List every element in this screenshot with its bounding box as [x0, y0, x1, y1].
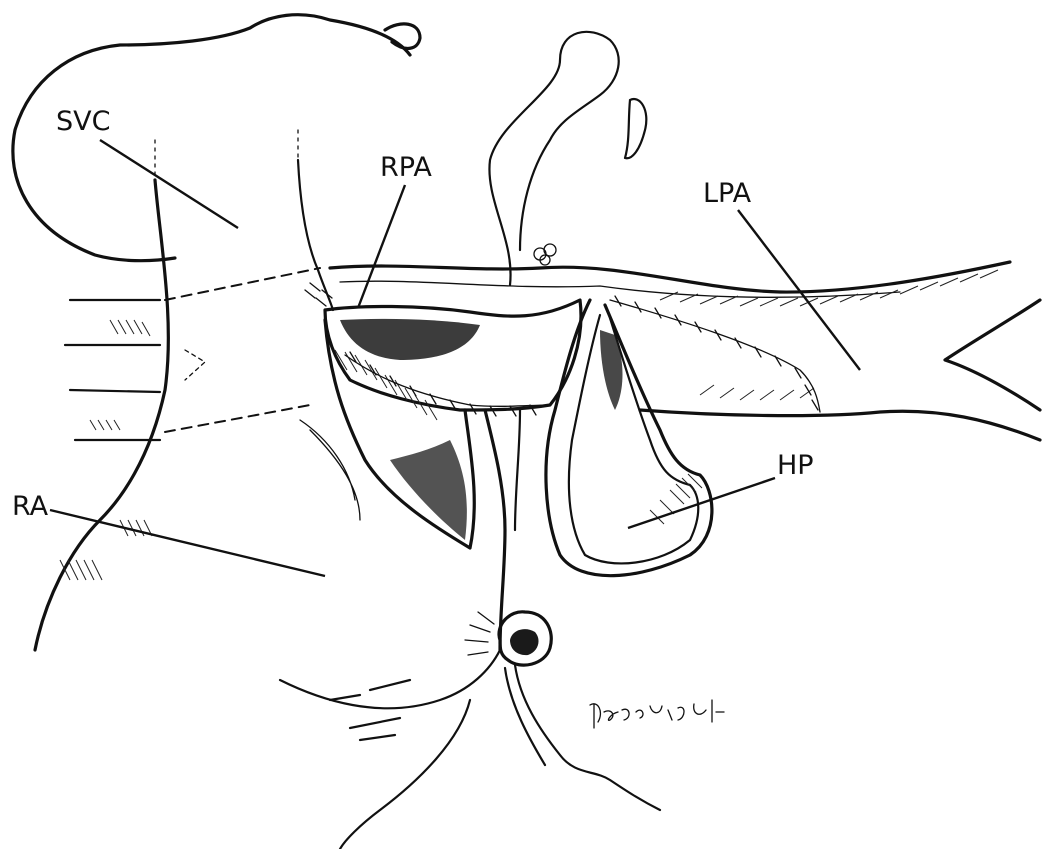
- dashed-notch: [185, 350, 205, 380]
- ra-label: RA: [12, 491, 49, 522]
- lpa-label: LPA: [703, 178, 752, 209]
- pocket-shadow: [340, 319, 480, 360]
- aorta-outline: [13, 15, 410, 261]
- hp-outer: [546, 300, 712, 576]
- rpa-leader: [358, 185, 405, 308]
- ra-dashes: [330, 680, 410, 740]
- ra-lower-contour: [280, 650, 500, 708]
- tie-knot-center: [510, 629, 539, 655]
- left-flap-hatching: [335, 350, 437, 420]
- suture-rpa-corner: [305, 283, 332, 306]
- aorta-flap: [385, 24, 420, 49]
- central-pocket: [325, 300, 581, 410]
- ra-leader: [50, 510, 325, 576]
- left-flap-shadow: [390, 440, 467, 540]
- lpa-lower-wall: [640, 410, 1040, 440]
- artist-signature: [590, 700, 724, 728]
- hp-hatching: [650, 474, 702, 524]
- ascending-tube-outline: [489, 32, 618, 285]
- tie-string: [515, 665, 660, 810]
- lpa-upper-wall: [330, 262, 1010, 292]
- septal-strand-2: [515, 410, 520, 530]
- hp-leader: [628, 478, 775, 528]
- heart-bottom: [340, 700, 470, 849]
- svc-label: SVC: [56, 106, 110, 137]
- suture-line-lpa: [610, 296, 820, 412]
- stub-lines: [65, 300, 160, 440]
- ra-side-hatching: [60, 520, 152, 580]
- suture-knot-top: [534, 244, 556, 265]
- tube-flap: [625, 99, 646, 158]
- rpa-label: RPA: [380, 152, 432, 183]
- septal-strand: [485, 410, 505, 650]
- dashed-lower: [165, 405, 310, 432]
- tie-string-2: [505, 668, 545, 765]
- svc-leader: [100, 140, 238, 228]
- hp-label: HP: [777, 450, 814, 481]
- tie-rays: [465, 612, 494, 655]
- dashed-upper: [165, 268, 320, 300]
- lpa-upper-inner: [340, 281, 900, 297]
- lpa-end-v: [945, 300, 1040, 410]
- suture-line-rpa: [345, 352, 550, 416]
- ra-arc: [300, 420, 360, 520]
- stub-hatching: [90, 320, 150, 430]
